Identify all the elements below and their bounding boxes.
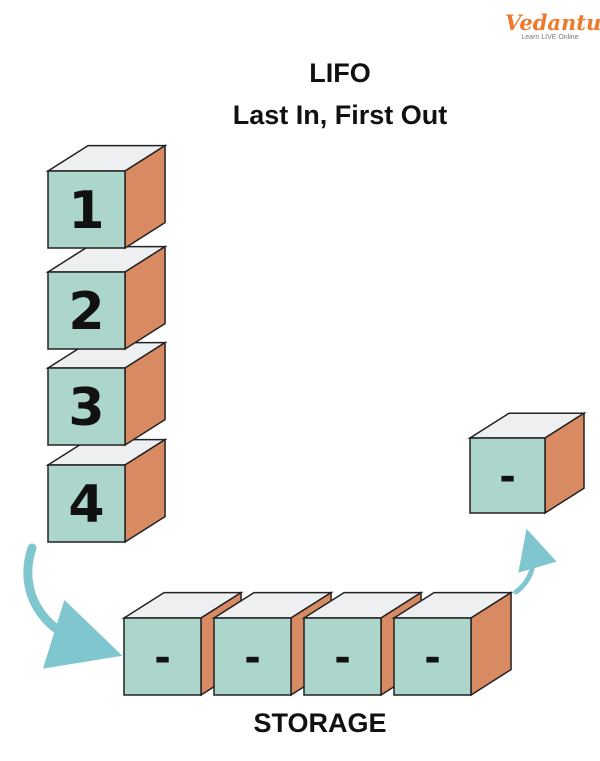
cube-front-face	[47, 271, 126, 350]
cube-front-face	[47, 170, 126, 249]
diagram-subtitle: Last In, First Out	[232, 100, 448, 130]
stack-cube-4: 4	[45, 438, 168, 544]
storage-label: STORAGE	[253, 708, 387, 738]
stack-cube-2: 2	[45, 245, 168, 351]
vedantu-logo: Vedantu Learn LIVE Online	[505, 10, 600, 42]
cube-front-face	[213, 617, 292, 696]
stack-cube-1: 1	[45, 144, 168, 250]
cube-label: -	[244, 635, 261, 681]
cube-label: 1	[68, 181, 104, 241]
cube-front-face	[47, 367, 126, 446]
cube-front-face	[303, 617, 382, 696]
cube-front-face	[123, 617, 202, 696]
cube-front-face	[469, 437, 546, 514]
storage-cube-4: -	[391, 591, 514, 697]
logo-brand: Vedantu	[505, 10, 600, 35]
stack-cube-3: 3	[45, 341, 168, 447]
cube-label: -	[334, 635, 351, 681]
pop-arrow	[513, 528, 557, 595]
logo-tagline: Learn LIVE Online	[521, 34, 579, 41]
diagram-title: LIFO	[309, 58, 371, 88]
cube-label: -	[499, 454, 516, 500]
push-arrow	[23, 543, 123, 669]
output-cube: -	[467, 411, 587, 515]
cube-front-face	[47, 464, 126, 543]
cube-label: 2	[68, 282, 104, 342]
cube-label: 3	[68, 378, 104, 438]
cube-front-face	[393, 617, 472, 696]
cube-label: 4	[68, 475, 104, 535]
cube-label: -	[154, 635, 171, 681]
cube-label: -	[424, 635, 441, 681]
